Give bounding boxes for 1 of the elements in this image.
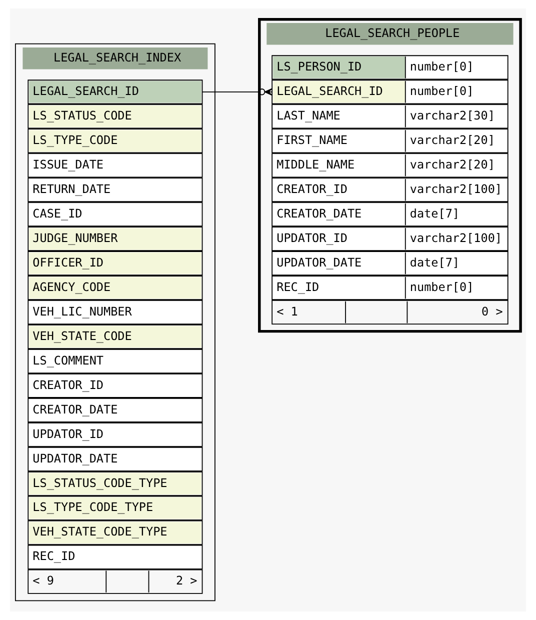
connector	[202, 88, 273, 96]
